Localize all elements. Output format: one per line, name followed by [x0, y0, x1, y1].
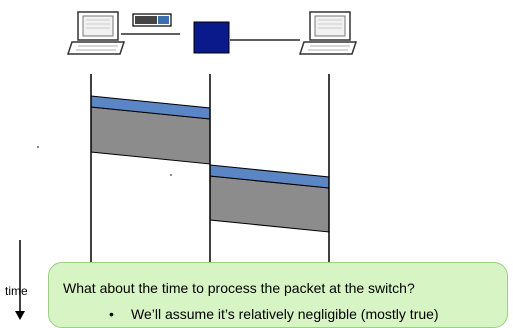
stray-dot [170, 174, 172, 176]
bullet-text: We’ll assume it’s relatively negligible … [131, 306, 439, 322]
callout-bullet: • We’ll assume it’s relatively negligible… [109, 306, 439, 322]
time-arrow [15, 240, 25, 320]
callout-box: What about the time to process the packe… [48, 262, 508, 328]
right-laptop-icon [298, 11, 358, 55]
callout-question: What about the time to process the packe… [63, 280, 415, 296]
stray-dot [37, 146, 39, 148]
time-axis-label: time [5, 284, 28, 298]
bullet-marker: • [109, 306, 114, 322]
switch-icon [193, 21, 230, 54]
left-laptop-icon [66, 11, 126, 55]
packet-icon [132, 13, 172, 27]
